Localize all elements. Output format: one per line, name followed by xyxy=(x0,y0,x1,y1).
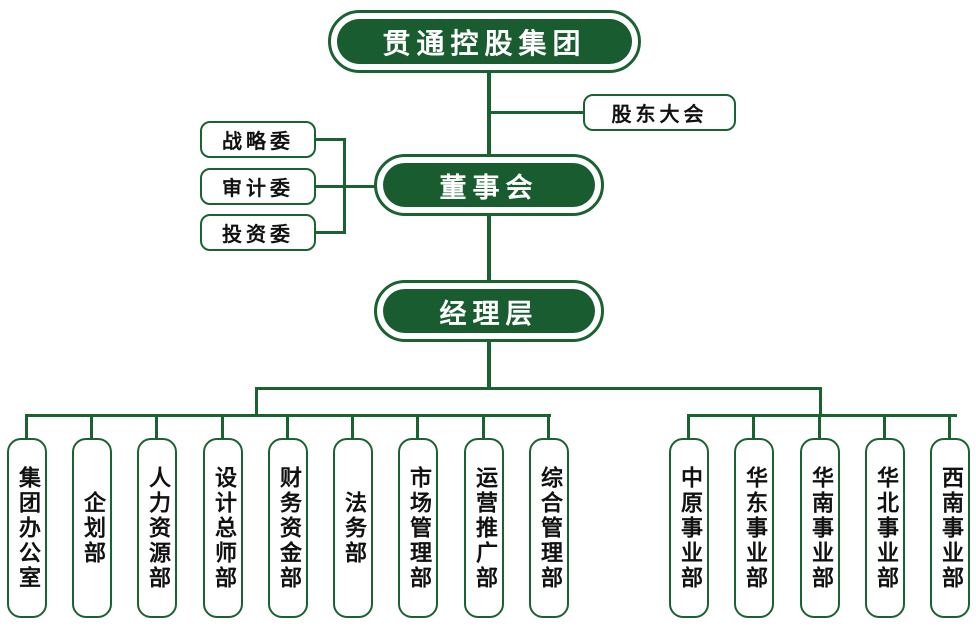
department-label: 西南事业部 xyxy=(938,465,963,591)
connector-department-drop xyxy=(818,414,821,439)
connector-main-vertical xyxy=(487,70,491,388)
department-label: 人力资源部 xyxy=(145,465,170,591)
functional-department-node[interactable]: 企划部 xyxy=(72,438,112,618)
business-unit-node[interactable]: 华东事业部 xyxy=(734,438,774,618)
functional-department-node[interactable]: 综合管理部 xyxy=(529,438,569,618)
connector-business-bar xyxy=(689,414,957,417)
committee-label: 投资委 xyxy=(222,222,294,246)
connector-committee-2 xyxy=(315,185,377,188)
functional-department-node[interactable]: 法务部 xyxy=(333,438,373,618)
board-title: 董事会 xyxy=(439,172,539,204)
board-node[interactable]: 董事会 xyxy=(374,154,604,216)
functional-department-node[interactable]: 设计总师部 xyxy=(203,438,243,618)
committee-label: 战略委 xyxy=(222,129,294,153)
committee-audit[interactable]: 审计委 xyxy=(200,168,316,205)
department-label: 华北事业部 xyxy=(873,465,898,591)
connector-committee-1 xyxy=(315,138,345,141)
connector-department-drop xyxy=(883,414,886,439)
functional-department-node[interactable]: 运营推广部 xyxy=(464,438,504,618)
connector-committee-3 xyxy=(315,231,345,234)
department-label: 设计总师部 xyxy=(211,465,236,591)
department-label: 集团办公室 xyxy=(15,465,40,591)
department-label: 企划部 xyxy=(80,490,105,566)
department-label: 综合管理部 xyxy=(537,465,562,591)
connector-department-drop xyxy=(90,414,93,439)
connector-department-drop xyxy=(351,414,354,439)
connector-department-drop xyxy=(155,414,158,439)
business-unit-node[interactable]: 华南事业部 xyxy=(800,438,840,618)
connector-department-drop xyxy=(482,414,485,439)
department-label: 运营推广部 xyxy=(472,465,497,591)
department-label: 财务资金部 xyxy=(276,465,301,591)
committee-investment[interactable]: 投资委 xyxy=(200,214,316,251)
functional-department-node[interactable]: 财务资金部 xyxy=(268,438,308,618)
management-title: 经理层 xyxy=(439,298,539,330)
shareholders-label: 股东大会 xyxy=(611,102,708,126)
connector-department-drop xyxy=(221,414,224,439)
connector-department-drop xyxy=(547,414,550,439)
department-label: 华东事业部 xyxy=(742,465,767,591)
management-node[interactable]: 经理层 xyxy=(374,280,604,342)
department-label: 中原事业部 xyxy=(677,465,702,591)
functional-department-node[interactable]: 市场管理部 xyxy=(398,438,438,618)
connector-department-drop xyxy=(286,414,289,439)
committee-label: 审计委 xyxy=(222,176,294,200)
connector-department-drop xyxy=(687,414,690,439)
connector-right-drop xyxy=(819,387,822,417)
shareholders-node[interactable]: 股东大会 xyxy=(583,94,736,131)
group-node[interactable]: 贯通控股集团 xyxy=(328,10,641,73)
business-unit-node[interactable]: 西南事业部 xyxy=(930,438,970,618)
connector-shareholders xyxy=(489,111,584,114)
functional-department-node[interactable]: 人力资源部 xyxy=(137,438,177,618)
connector-department-drop xyxy=(948,414,951,439)
department-label: 市场管理部 xyxy=(406,465,431,591)
business-unit-node[interactable]: 中原事业部 xyxy=(669,438,709,618)
department-label: 法务部 xyxy=(341,490,366,566)
functional-department-node[interactable]: 集团办公室 xyxy=(7,438,47,618)
connector-department-drop xyxy=(25,414,28,439)
business-unit-node[interactable]: 华北事业部 xyxy=(865,438,905,618)
committee-strategy[interactable]: 战略委 xyxy=(200,121,316,158)
connector-department-drop xyxy=(416,414,419,439)
group-title: 贯通控股集团 xyxy=(382,26,587,60)
connector-left-drop xyxy=(255,387,258,417)
connector-department-drop xyxy=(752,414,755,439)
connector-level-split xyxy=(255,387,822,390)
department-label: 华南事业部 xyxy=(808,465,833,591)
